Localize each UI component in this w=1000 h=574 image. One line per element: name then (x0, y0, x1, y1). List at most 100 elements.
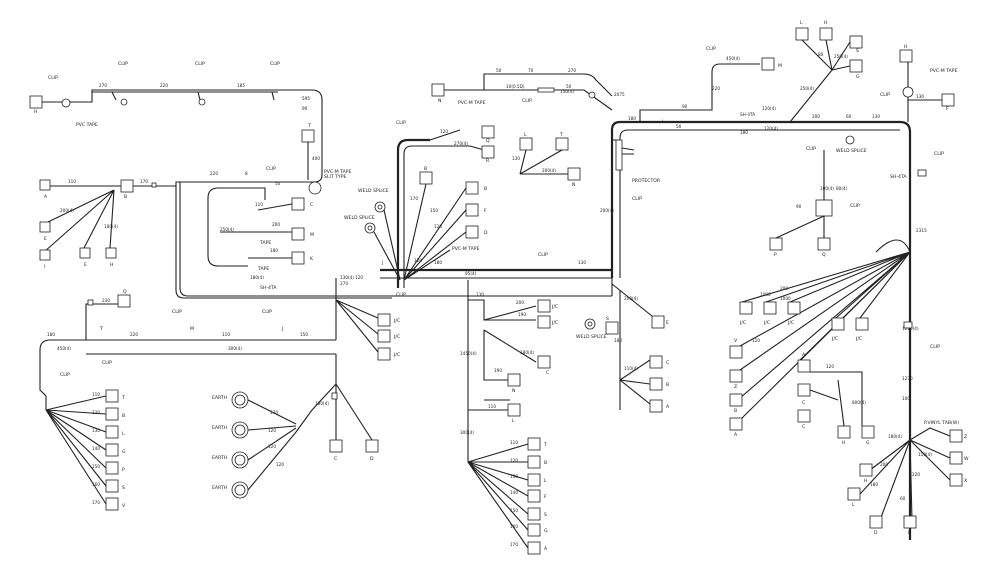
tab-label: P.VINYL TAB(W) (924, 420, 959, 426)
svg-text:110: 110 (510, 440, 518, 445)
svg-text:130: 130 (872, 114, 880, 119)
svg-text:120: 120 (752, 338, 760, 343)
svg-text:Q: Q (486, 138, 490, 144)
svg-text:120(4): 120(4) (762, 106, 776, 111)
svg-text:200(4): 200(4) (600, 208, 614, 213)
svg-text:J/C: J/C (831, 336, 838, 342)
svg-text:V: V (122, 503, 126, 509)
svg-text:220: 220 (712, 86, 720, 91)
svg-text:180: 180 (47, 332, 55, 337)
svg-text:110: 110 (488, 404, 496, 409)
svg-text:150: 150 (92, 464, 100, 469)
splice-label: WELD SPLICE (836, 148, 867, 154)
svg-text:N: N (438, 98, 441, 104)
svg-text:180(4): 180(4) (104, 224, 118, 229)
svg-text:B: B (122, 413, 125, 419)
clip-label: CLIP (632, 196, 642, 202)
svg-text:180: 180 (434, 260, 442, 265)
svg-text:150: 150 (430, 208, 438, 213)
svg-text:F: F (946, 106, 949, 112)
svg-text:X: X (964, 478, 967, 484)
svg-text:180: 180 (740, 130, 748, 135)
tape-label: PVC-M TAPE (458, 100, 486, 106)
svg-text:P: P (774, 252, 777, 258)
svg-text:220: 220 (160, 83, 168, 88)
right-main-trunk: M CLIP 450(4) 220 90 L 50 180 200(4) PRO… (576, 20, 969, 540)
svg-text:J: J (281, 326, 283, 332)
svg-text:180(4): 180(4) (315, 401, 329, 406)
svg-text:Z: Z (734, 384, 737, 390)
svg-text:S: S (606, 316, 609, 322)
clip-label: CLIP (102, 360, 112, 366)
svg-text:150: 150 (300, 332, 308, 337)
svg-text:D: D (484, 230, 488, 236)
connector-box (29, 95, 43, 109)
svg-text:F: F (544, 494, 547, 500)
left-lower-trunk: 230 Q 180 220 110 150 450(4) 300(4) T M … (39, 289, 379, 511)
svg-text:120: 120 (276, 462, 284, 467)
svg-text:V: V (734, 338, 738, 344)
svg-text:N: N (572, 182, 575, 188)
svg-text:595: 595 (302, 96, 310, 101)
svg-text:L: L (800, 20, 803, 26)
svg-text:B: B (666, 382, 669, 388)
svg-text:2315: 2315 (916, 228, 927, 233)
svg-text:130: 130 (512, 156, 520, 161)
svg-text:C: C (802, 400, 805, 406)
svg-text:110: 110 (222, 332, 230, 337)
svg-text:T: T (307, 123, 311, 129)
svg-text:B: B (544, 460, 547, 466)
svg-text:C: C (546, 370, 549, 376)
svg-text:120(4): 120(4) (764, 126, 778, 131)
svg-text:100: 100 (902, 396, 910, 401)
svg-text:8: 8 (245, 171, 248, 176)
svg-text:60: 60 (900, 496, 906, 501)
svg-text:L: L (512, 418, 515, 424)
svg-text:270: 270 (568, 68, 576, 73)
svg-text:1000: 1000 (760, 292, 771, 297)
svg-text:J/C: J/C (551, 304, 558, 310)
svg-text:E: E (666, 320, 669, 326)
svg-text:G: G (856, 74, 860, 80)
svg-text:200: 200 (516, 300, 524, 305)
svg-text:G: G (544, 528, 548, 534)
clip-label: CLIP (706, 46, 716, 52)
svg-text:185: 185 (237, 83, 245, 88)
svg-text:180: 180 (270, 248, 278, 253)
svg-text:100(4): 100(4) (820, 186, 834, 191)
svg-text:160: 160 (92, 482, 100, 487)
clip-label: CLIP (396, 120, 406, 126)
svg-text:270: 270 (340, 281, 348, 286)
svg-text:120: 120 (826, 364, 834, 369)
svg-text:450(4): 450(4) (726, 56, 740, 61)
earth-label: EARTH (212, 425, 227, 431)
svg-text:250(4): 250(4) (220, 227, 234, 232)
svg-text:90: 90 (302, 106, 308, 111)
svg-text:120: 120 (355, 275, 363, 280)
svg-text:300(4): 300(4) (228, 346, 242, 351)
svg-text:170: 170 (92, 500, 100, 505)
svg-text:I: I (44, 264, 45, 270)
svg-text:130: 130 (916, 94, 924, 99)
svg-text:230: 230 (102, 298, 110, 303)
svg-text:M: M (778, 63, 782, 69)
svg-text:450(4): 450(4) (57, 346, 71, 351)
svg-text:50: 50 (676, 124, 682, 129)
svg-text:200(4): 200(4) (542, 168, 556, 173)
svg-text:60: 60 (846, 114, 852, 119)
svg-text:160: 160 (510, 524, 518, 529)
clip-label: CLIP (266, 166, 276, 172)
svg-text:S: S (856, 48, 859, 54)
svg-text:D: D (874, 530, 878, 536)
svg-text:P: P (122, 467, 125, 473)
svg-text:180: 180 (628, 116, 636, 121)
svg-text:C: C (802, 424, 805, 430)
svg-text:220: 220 (130, 332, 138, 337)
svg-text:200: 200 (272, 222, 280, 227)
svg-text:A: A (44, 194, 48, 200)
svg-text:130: 130 (92, 428, 100, 433)
svg-text:J/C: J/C (855, 336, 862, 342)
splice-label: WELD SPLICE (358, 188, 389, 194)
svg-text:G: G (122, 449, 126, 455)
